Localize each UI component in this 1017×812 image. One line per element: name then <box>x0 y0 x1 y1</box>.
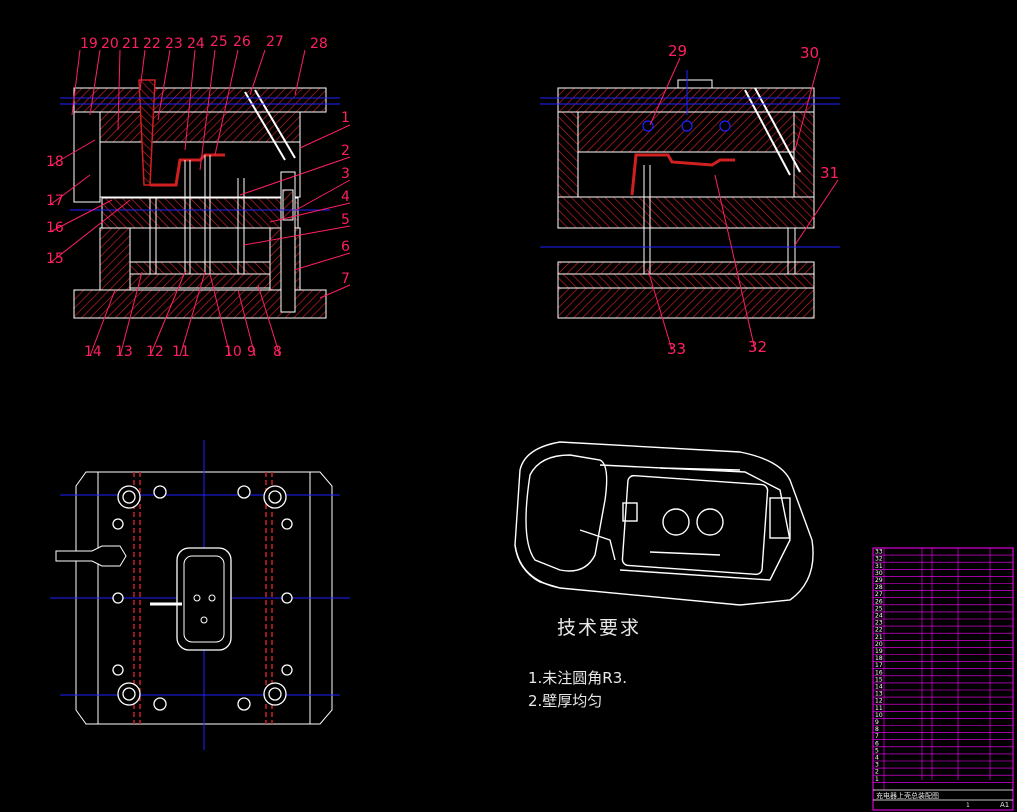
sheet-size: A1 <box>1000 801 1009 809</box>
table-row-number: 1 <box>875 776 879 783</box>
callout-14: 14 <box>84 344 102 360</box>
table-row-number: 24 <box>875 613 883 620</box>
table-row-number: 13 <box>875 691 883 698</box>
callout-21: 21 <box>122 36 140 52</box>
table-row-number: 14 <box>875 684 883 691</box>
callout-10: 10 <box>224 344 242 360</box>
callout-33: 33 <box>667 340 686 358</box>
table-row-number: 30 <box>875 570 883 577</box>
table-row-number: 11 <box>875 705 883 712</box>
callout-18: 18 <box>46 154 64 170</box>
table-row-number: 12 <box>875 698 883 705</box>
callout-23: 23 <box>165 36 183 52</box>
callout-17: 17 <box>46 193 64 209</box>
table-row-number: 31 <box>875 563 883 570</box>
table-row-number: 4 <box>875 755 879 762</box>
table-row-number: 27 <box>875 591 883 598</box>
callout-16: 16 <box>46 220 64 236</box>
table-row-number: 21 <box>875 634 883 641</box>
table-row-number: 20 <box>875 641 883 648</box>
side-section-view <box>540 70 840 319</box>
table-row-number: 18 <box>875 655 883 662</box>
callout-28: 28 <box>310 36 328 52</box>
table-row-number: 22 <box>875 627 883 634</box>
callout-27: 27 <box>266 34 284 50</box>
table-row-number: 8 <box>875 726 879 733</box>
callout-6: 6 <box>341 239 350 255</box>
tech-requirements-title: 技术要求 <box>557 617 642 639</box>
callout-29: 29 <box>668 42 687 60</box>
scale-value: 1 <box>966 802 970 809</box>
callout-9: 9 <box>247 344 256 360</box>
table-row-number: 32 <box>875 556 883 563</box>
plan-view <box>50 440 350 750</box>
callout-15: 15 <box>46 251 64 267</box>
callout-12: 12 <box>146 344 164 360</box>
callout-7: 7 <box>341 271 350 287</box>
table-row-number: 29 <box>875 577 883 584</box>
callout-5: 5 <box>341 212 350 228</box>
callout-8: 8 <box>273 344 282 360</box>
table-row-number: 17 <box>875 662 883 669</box>
callout-leaders-left <box>49 49 351 357</box>
table-row-number: 28 <box>875 584 883 591</box>
table-row-number: 19 <box>875 648 883 655</box>
callouts-left: 19 20 21 22 23 24 25 26 27 28 1 2 3 4 5 … <box>46 34 350 360</box>
drawing-name: 充电器上壳总装配图 <box>876 791 939 800</box>
callout-13: 13 <box>115 344 133 360</box>
callout-leaders-right <box>647 57 839 351</box>
table-row-number: 3 <box>875 762 879 769</box>
callouts-right: 29 30 31 33 32 <box>667 42 839 358</box>
callout-19: 19 <box>80 36 98 52</box>
table-row-number: 5 <box>875 747 879 754</box>
table-row-number: 33 <box>875 549 883 556</box>
table-row-number: 6 <box>875 740 879 747</box>
front-section-view <box>60 79 340 319</box>
callout-1: 1 <box>341 110 350 126</box>
callout-3: 3 <box>341 166 350 182</box>
table-row-number: 26 <box>875 598 883 605</box>
callout-30: 30 <box>800 44 819 62</box>
callout-4: 4 <box>341 189 350 205</box>
table-row-number: 7 <box>875 733 879 740</box>
table-row-number: 25 <box>875 605 883 612</box>
table-row-number: 23 <box>875 620 883 627</box>
table-row-number: 2 <box>875 769 879 776</box>
part-isometric-view <box>514 441 814 606</box>
tech-requirement-2: 2.壁厚均匀 <box>528 692 603 710</box>
callout-20: 20 <box>101 36 119 52</box>
callout-11: 11 <box>172 344 190 360</box>
table-row-number: 10 <box>875 712 883 719</box>
callout-31: 31 <box>820 164 839 182</box>
table-row-number: 16 <box>875 669 883 676</box>
table-row-number: 15 <box>875 676 883 683</box>
callout-2: 2 <box>341 143 350 159</box>
callout-32: 32 <box>748 338 767 356</box>
callout-22: 22 <box>143 36 161 52</box>
tech-requirement-1: 1.未注圆角R3. <box>528 669 628 687</box>
callout-24: 24 <box>187 36 205 52</box>
table-row-number: 9 <box>875 719 879 726</box>
callout-25: 25 <box>210 34 228 50</box>
callout-26: 26 <box>233 34 251 50</box>
parts-list-table: 3332313029282726252423222120191817161514… <box>872 547 1014 811</box>
